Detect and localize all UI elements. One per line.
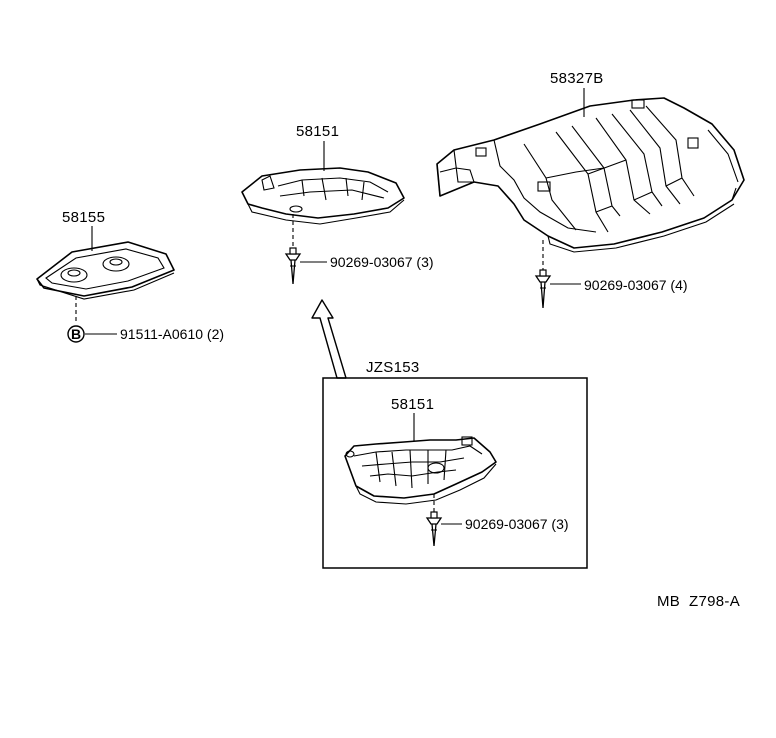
mid-cover-part-no: 58151 (296, 123, 339, 140)
direction-arrow-icon (311, 299, 347, 379)
variant-cover-58151 (344, 436, 497, 505)
mid-cover-58151 (241, 167, 405, 225)
clip-fastener-icon (425, 511, 443, 547)
main-fastener-part-no: 90269-03067 (4) (584, 277, 688, 293)
variant-fastener-part-no: 90269-03067 (3) (465, 516, 569, 532)
left-cover-part-no: 58155 (62, 209, 105, 226)
bolt-marker-icon: B (67, 325, 85, 343)
clip-fastener-icon (534, 269, 552, 309)
variant-label: JZS153 (366, 359, 420, 376)
bolt-marker-letter: B (71, 326, 81, 342)
left-cover-58155 (36, 241, 175, 300)
variant-part-no: 58151 (391, 396, 434, 413)
main-cover-part-no: 58327B (550, 70, 604, 87)
variant-box (322, 377, 588, 569)
clip-fastener-icon (284, 247, 302, 285)
main-cover-58327B (436, 97, 745, 253)
diagram-code: MB Z798-A (657, 593, 740, 610)
mid-fastener-part-no: 90269-03067 (3) (330, 254, 434, 270)
left-fastener-part-no: 91511-A0610 (2) (120, 326, 224, 342)
